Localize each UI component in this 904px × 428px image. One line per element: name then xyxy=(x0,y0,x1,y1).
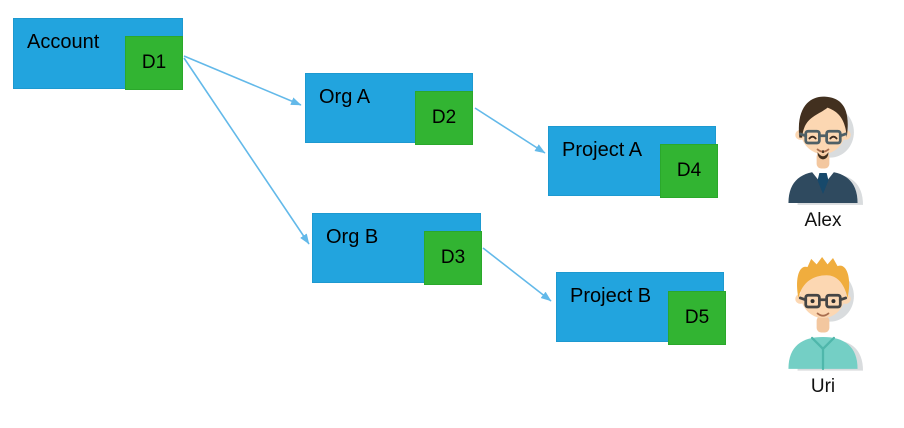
edge-d1-to-org-b xyxy=(183,57,310,245)
badge-d5[interactable]: D5 xyxy=(668,291,726,345)
node-project-b: Project B D5 xyxy=(556,272,726,346)
alex-avatar-icon xyxy=(788,96,863,205)
user-alex-name: Alex xyxy=(804,210,842,231)
uri-avatar-icon xyxy=(788,257,863,371)
node-account: Account D1 xyxy=(13,18,183,90)
badge-d3[interactable]: D3 xyxy=(424,231,482,285)
node-project-a-label: Project A xyxy=(562,139,643,161)
node-org-b: Org B D3 xyxy=(312,213,482,285)
user-uri: Uri xyxy=(778,252,868,398)
edge-d3-to-project-b xyxy=(482,247,552,302)
node-project-b-label: Project B xyxy=(570,285,652,307)
node-org-a-label: Org A xyxy=(319,86,371,108)
node-org-a: Org A D2 xyxy=(305,73,473,146)
badge-d1[interactable]: D1 xyxy=(125,36,183,90)
user-uri-name: Uri xyxy=(810,376,836,397)
user-alex: Alex xyxy=(778,90,868,232)
node-account-label: Account xyxy=(27,31,100,53)
node-org-b-label: Org B xyxy=(326,226,379,248)
badge-d4[interactable]: D4 xyxy=(660,144,718,198)
edge-d1-to-org-a xyxy=(183,55,302,106)
badge-d2[interactable]: D2 xyxy=(415,91,473,145)
node-project-a: Project A D4 xyxy=(548,126,718,199)
edge-d2-to-project-a xyxy=(474,107,546,154)
